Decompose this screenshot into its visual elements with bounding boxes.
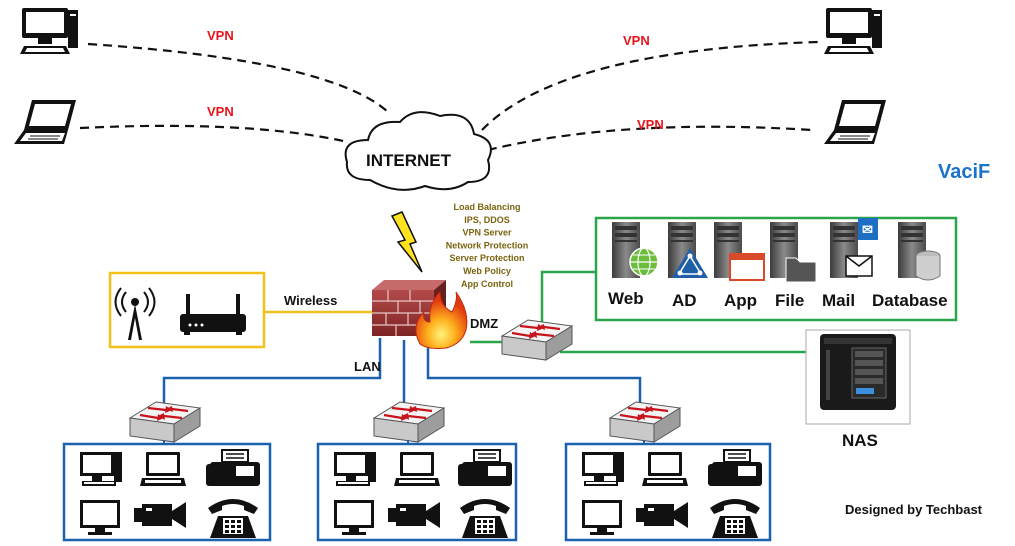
server-label-app: App: [724, 291, 757, 310]
firewall-icon: [372, 280, 468, 349]
wireless-router-icon: [180, 294, 246, 335]
wireless-zone: [108, 271, 266, 349]
internet-label: INTERNET: [366, 151, 452, 170]
active-directory-icon: [672, 248, 708, 278]
camera-icon: [388, 502, 440, 528]
vpn-links: [79, 40, 819, 152]
vpn-link-top-left: [87, 42, 389, 113]
app-window-icon: [729, 253, 765, 281]
vpn-link-mid-left: [79, 124, 349, 144]
phone-icon: [460, 499, 510, 538]
folder-icon: [785, 257, 817, 283]
camera-icon: [636, 502, 688, 528]
remote-laptop-icon: [13, 99, 77, 145]
vpn-label-mid-right: VPN: [637, 117, 664, 132]
nas-icon: [805, 329, 911, 425]
dmz-label: DMZ: [470, 316, 498, 331]
fax-icon: [457, 449, 513, 487]
wireless-label: Wireless: [284, 293, 337, 308]
phone-icon: [710, 499, 760, 538]
remote-laptop-icon: [823, 99, 887, 145]
firewall-feature-item: App Control: [461, 279, 513, 289]
mail-envelope-icon: [845, 255, 873, 277]
monitor-icon: [80, 500, 120, 535]
fax-icon: [205, 449, 261, 487]
vpn-label-top-right: VPN: [623, 33, 650, 48]
laptop-icon: [642, 452, 688, 486]
vpn-link-top-right: [481, 40, 819, 131]
lan-links: [162, 338, 642, 404]
laptop-icon: [140, 452, 186, 486]
camera-icon: [134, 502, 186, 528]
designer-credit: Designed by Techbast: [845, 502, 983, 517]
vpn-label-mid-left: VPN: [207, 104, 234, 119]
lan-group-1: [62, 442, 272, 542]
lan-switch-icon: [372, 400, 446, 444]
monitor-icon: [334, 500, 374, 535]
server-label-file: File: [775, 291, 804, 310]
database-icon: [915, 250, 941, 281]
pc-icon: [80, 452, 122, 486]
vpn-link-mid-right: [487, 125, 813, 152]
firewall-feature-item: Server Protection: [449, 253, 524, 263]
lan-switch-icon: [128, 400, 202, 444]
server-label-web: Web: [608, 289, 644, 308]
phone-icon: [208, 499, 258, 538]
lan-group-3: [564, 442, 772, 542]
remote-desktop-icon: [824, 8, 882, 54]
firewall-feature-item: Network Protection: [446, 240, 529, 250]
fax-icon: [707, 449, 763, 487]
server-label-database: Database: [872, 291, 948, 310]
svg-text:✉: ✉: [862, 222, 873, 237]
lan-group-2: [316, 442, 518, 542]
dmz-switch-icon: [500, 318, 574, 362]
lightning-bolt-icon: [390, 211, 423, 273]
dmz-server-zone: [594, 216, 958, 322]
internet-cloud: INTERNET: [344, 111, 492, 191]
outlook-icon: ✉: [858, 218, 878, 240]
brand-logo: VaciF: [938, 161, 990, 183]
server-label-ad: AD: [672, 291, 697, 310]
firewall-feature-item: VPN Server: [462, 228, 512, 238]
lan-switch-icon: [608, 400, 682, 444]
laptop-icon: [394, 452, 440, 486]
firewall-feature-item: Load Balancing: [453, 202, 520, 212]
pc-icon: [334, 452, 376, 486]
nas-label: NAS: [842, 431, 878, 450]
firewall-feature-item: Web Policy: [463, 266, 511, 276]
monitor-icon: [582, 500, 622, 535]
vpn-label-top-left: VPN: [207, 28, 234, 43]
lan-label: LAN: [354, 359, 381, 374]
wifi-antenna-icon: [114, 287, 156, 340]
firewall-feature-item: IPS, DDOS: [464, 215, 510, 225]
remote-desktop-icon: [20, 8, 78, 54]
globe-icon: [629, 247, 659, 277]
server-label-mail: Mail: [822, 291, 855, 310]
pc-icon: [582, 452, 624, 486]
